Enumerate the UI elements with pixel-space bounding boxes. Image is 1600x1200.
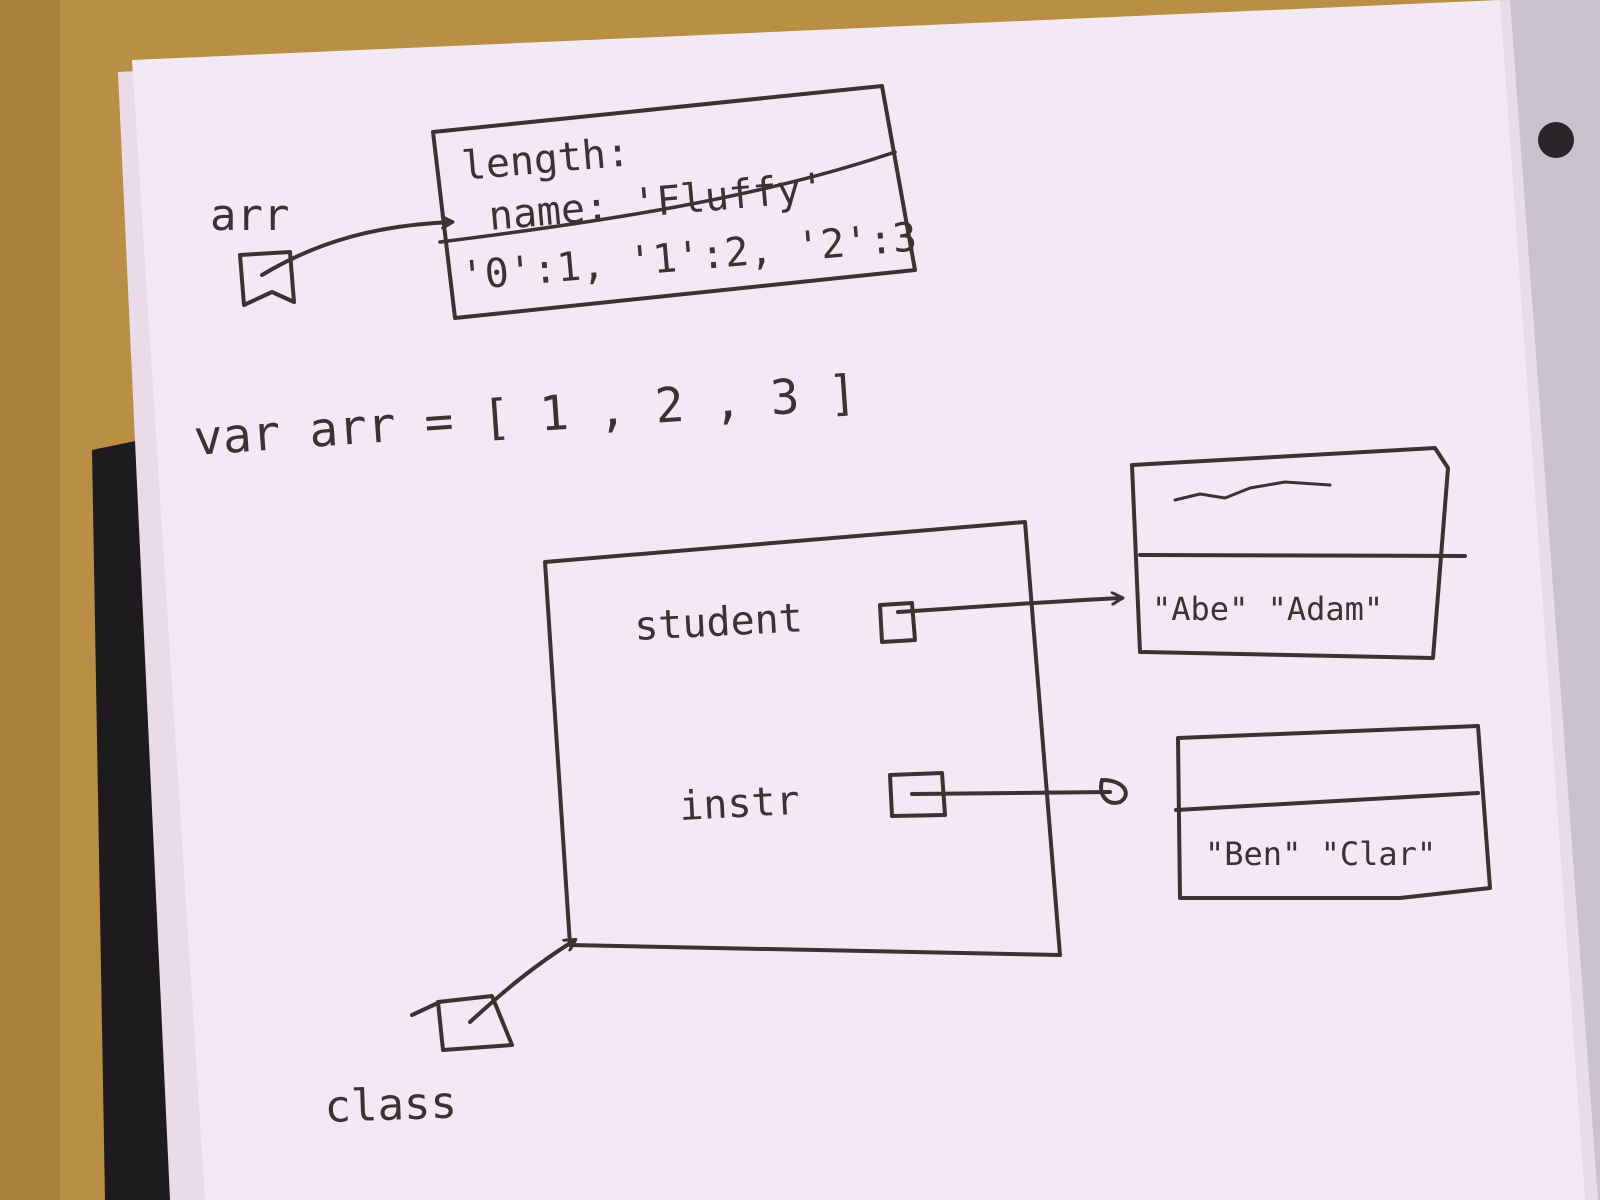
instr-array-divider [1174,791,1480,812]
instr-field-label: instr [678,778,801,830]
student-array-values: "Abe" "Adam" [1152,590,1383,628]
instr-array-values: "Ben" "Clar" [1205,835,1436,873]
student-array-scribble [1173,480,1332,502]
binder-cover [92,440,175,1200]
array-object-divider [438,150,897,244]
instr-array-box [1176,724,1492,900]
arr-reference-box [238,250,296,307]
student-pointer-arrow [896,598,1122,614]
student-reference-box [878,601,917,644]
student-array-box [1130,446,1450,660]
student-field-label: student [633,595,804,650]
table-shadow [0,0,60,1200]
instr-reference-box [888,771,947,818]
instr-null-circle [1099,778,1128,805]
class-reference-box [410,994,514,1052]
arr-label: arr [210,190,289,241]
binder-ring-hole [1538,122,1574,158]
array-object-box [431,84,917,320]
class-label: class [324,1077,458,1133]
student-array-divider [1138,553,1467,558]
class-object-box [543,520,1062,957]
arr-pointer-arrow [260,222,452,277]
instr-pointer-line [910,790,1112,796]
class-pointer-arrow [468,940,575,1024]
